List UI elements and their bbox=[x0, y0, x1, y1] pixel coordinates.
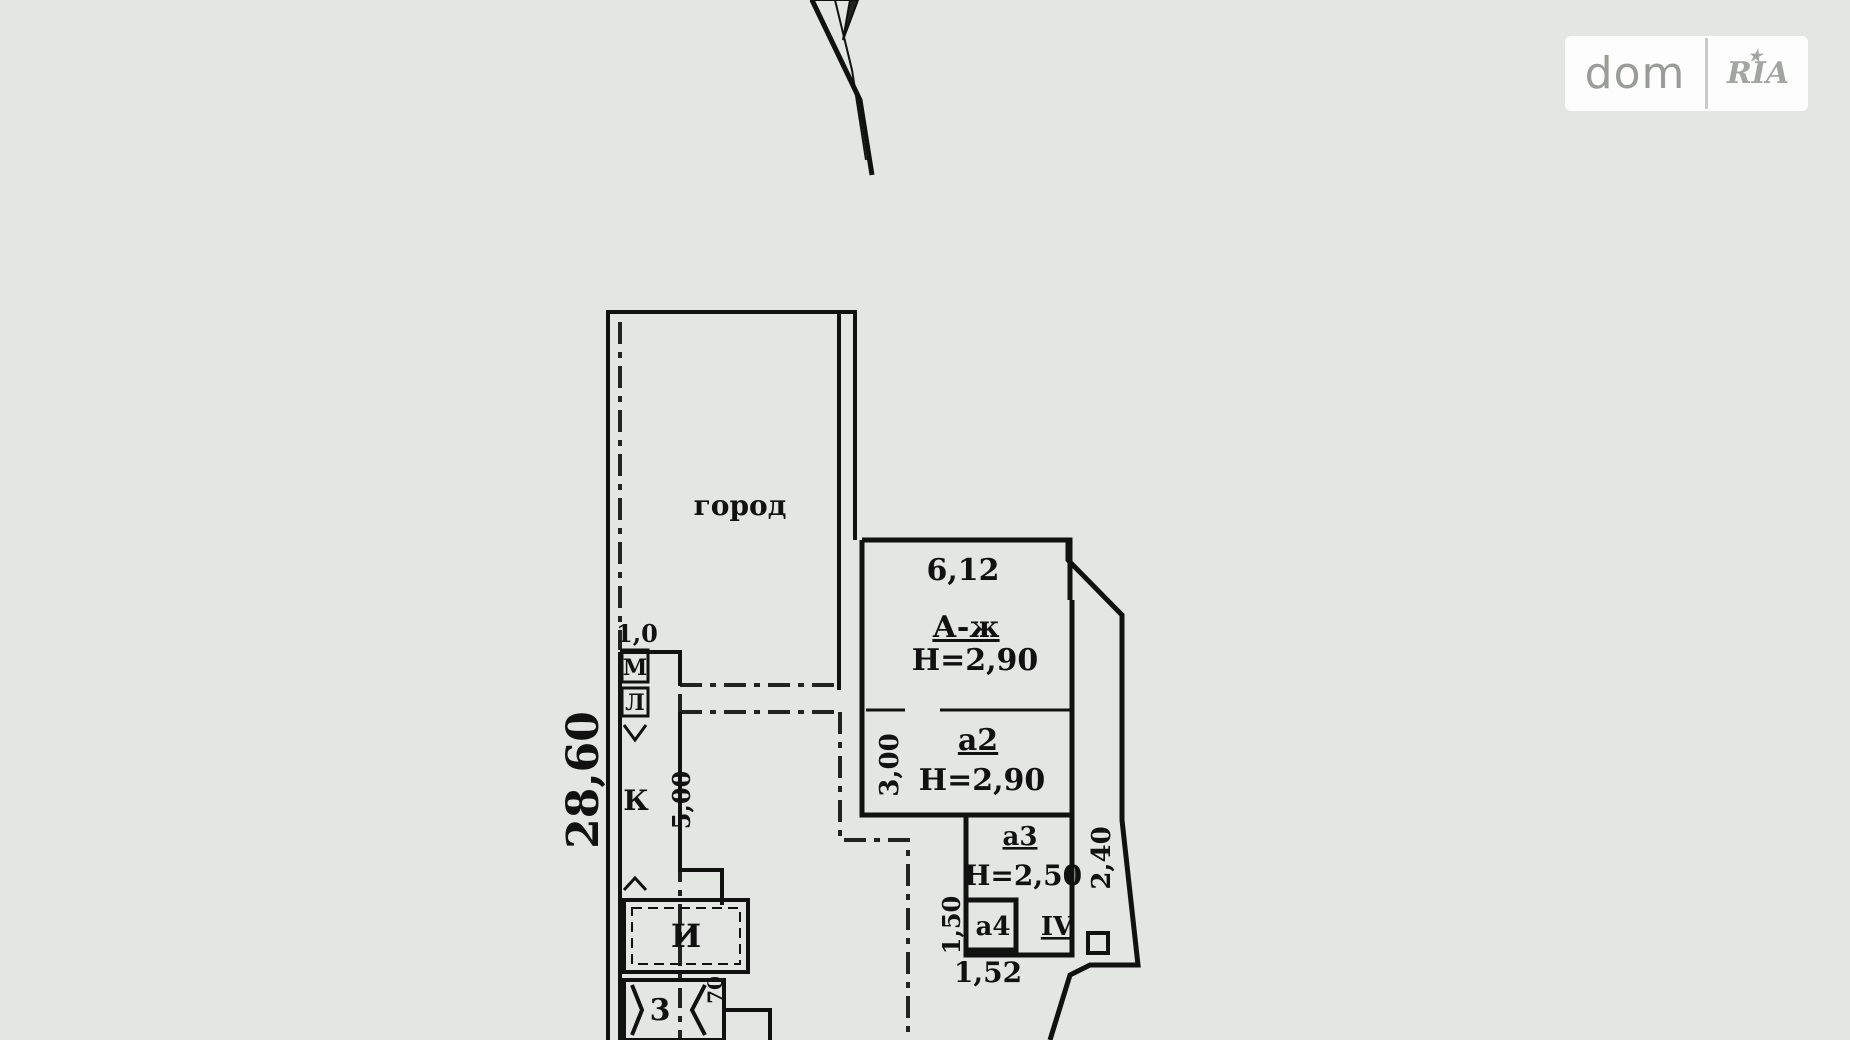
section-iv-label: IV bbox=[1041, 912, 1074, 942]
room-a4-label: а4 bbox=[976, 912, 1011, 942]
room-a3-label: а3 bbox=[1003, 822, 1038, 852]
watermark-separator bbox=[1705, 38, 1708, 109]
house-block bbox=[859, 537, 1141, 1040]
letter-m-label: М bbox=[623, 655, 647, 681]
area-label: 6,12 bbox=[926, 553, 999, 588]
small-box-icon bbox=[1086, 931, 1110, 955]
dim-152-label: 1,52 bbox=[954, 956, 1022, 989]
dim-150-label: 1,50 bbox=[937, 896, 966, 954]
letter-l-label: Л bbox=[625, 690, 644, 716]
outbuilding-3 bbox=[622, 978, 772, 1040]
north-arrow-icon bbox=[809, 0, 875, 176]
room-a2-label: а2 bbox=[958, 723, 998, 758]
watermark-ria-text: ★ RIA bbox=[1708, 36, 1808, 111]
building-label: А-ж bbox=[932, 610, 999, 645]
star-icon: ★ bbox=[1748, 46, 1763, 65]
width-top-label: 1,0 bbox=[616, 619, 658, 648]
outbuilding-i bbox=[622, 898, 750, 974]
letter-i-label: И bbox=[671, 917, 701, 955]
dim-70-label: 70 bbox=[703, 976, 727, 1004]
letter-k-label: К bbox=[623, 784, 649, 817]
height-main-label: Н=2,90 bbox=[912, 643, 1039, 678]
left-strip bbox=[620, 648, 650, 892]
dim-300-label: 3,00 bbox=[875, 733, 905, 796]
garden-label: город bbox=[694, 489, 787, 522]
number-3-label: 3 bbox=[650, 993, 671, 1028]
dim-240-label: 2,40 bbox=[1087, 826, 1117, 889]
garden-boundary bbox=[618, 322, 910, 1040]
watermark-logo: dom ★ RIA bbox=[1565, 36, 1808, 111]
overall-length-label: 28,60 bbox=[558, 711, 609, 849]
alley-walls bbox=[618, 650, 724, 1040]
height-a2-label: Н=2,90 bbox=[919, 763, 1046, 798]
dim-500-label: 5,00 bbox=[667, 771, 696, 829]
height-a3-label: Н=2,50 bbox=[964, 859, 1082, 892]
watermark-ria-label: RIA bbox=[1726, 56, 1790, 91]
watermark-dom-text: dom bbox=[1584, 48, 1686, 99]
plot-outline bbox=[606, 310, 857, 1040]
